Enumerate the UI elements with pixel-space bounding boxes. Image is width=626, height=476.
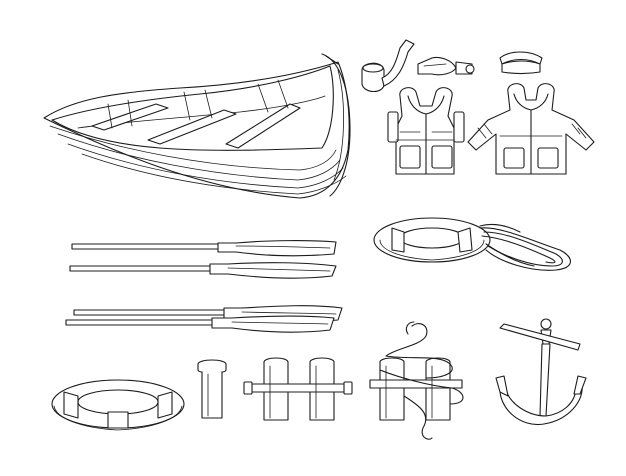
life-ring-with-rope-icon [373,217,571,271]
whistle-icon [417,56,475,76]
oars-icon [65,240,343,333]
mooring-bollard-icon [197,359,227,419]
sailor-cap-icon [499,51,543,75]
life-ring-icon [51,379,185,431]
anchor-icon [495,318,587,426]
cleat-bollard-icon [243,357,353,421]
smoking-pipe-icon [361,39,415,93]
life-vest-icon [387,87,465,175]
tied-cleat-bollard-icon [369,321,464,440]
rowboat-icon [43,53,351,199]
life-jacket-with-sleeves-icon [467,83,595,175]
